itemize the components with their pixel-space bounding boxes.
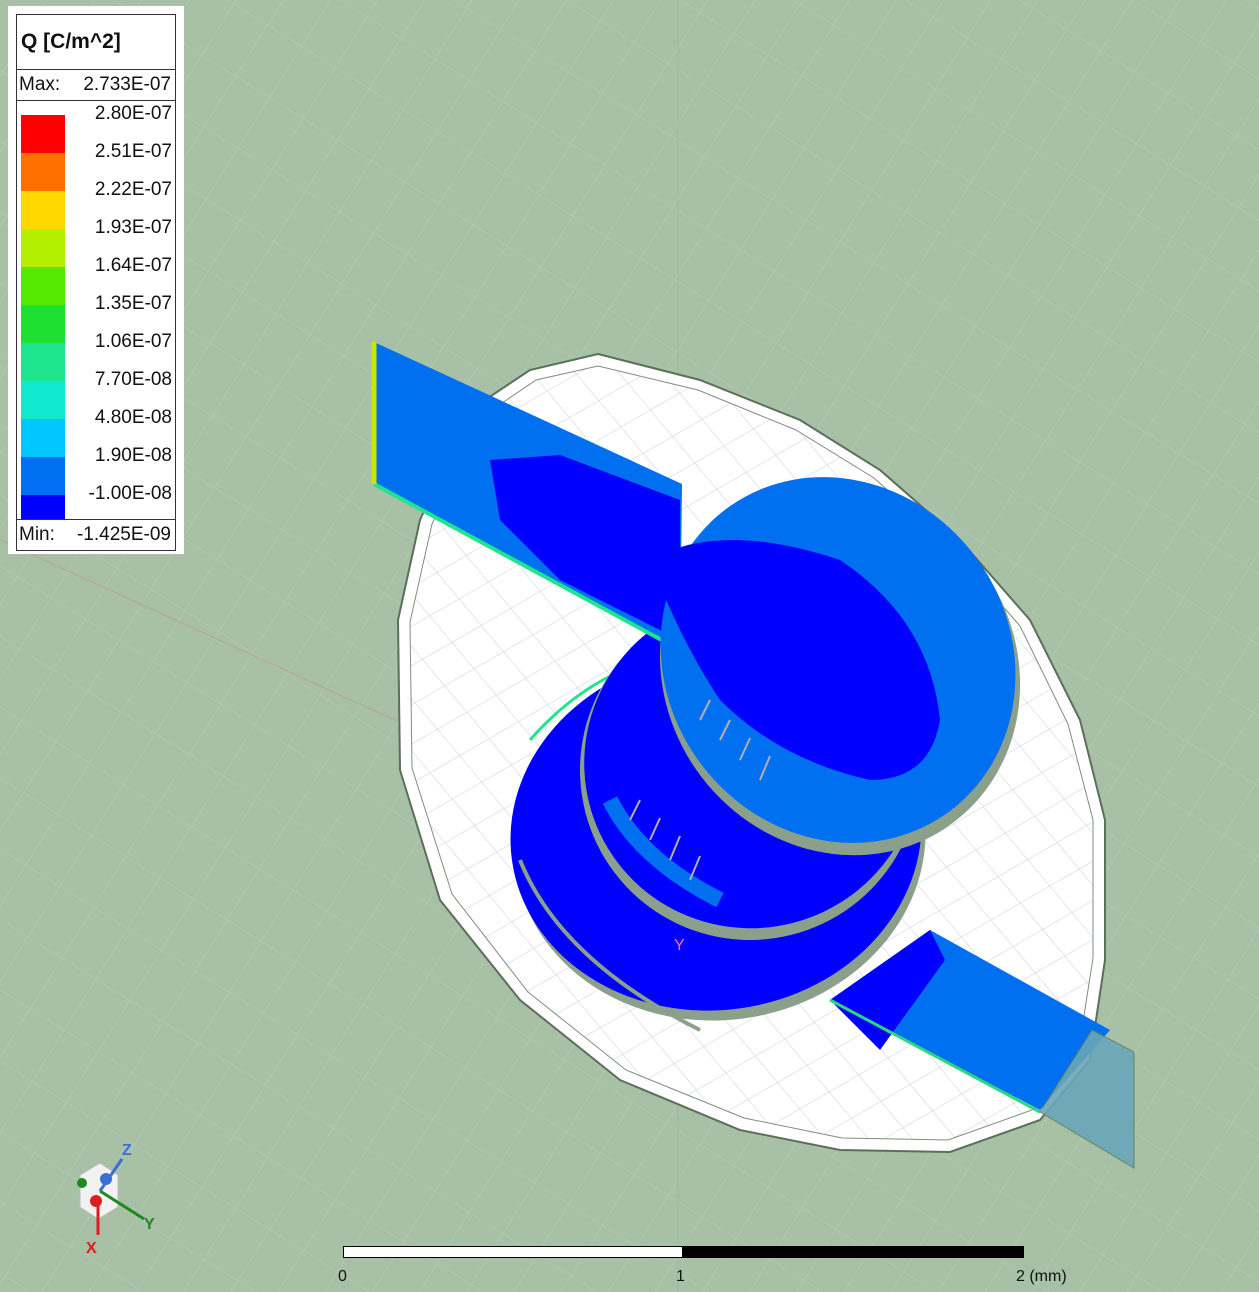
- legend-title: Q [C/m^2]: [16, 14, 176, 70]
- legend-min-row: Min: -1.425E-09: [16, 519, 176, 551]
- via-hatching: [629, 799, 701, 881]
- scale-bar-label-0: 0: [338, 1268, 347, 1285]
- y-axis-knob: [77, 1178, 87, 1188]
- legend-max-label: Max:: [19, 74, 61, 95]
- legend-max-value: 2.733E-07: [83, 74, 171, 95]
- upper-disc: [650, 477, 1021, 856]
- scale-bar-black-segment: [683, 1246, 1024, 1258]
- port-face: [1039, 1029, 1135, 1169]
- legend-swatch: [21, 457, 65, 495]
- legend-tick-label: 1.06E-07: [94, 331, 172, 352]
- legend-color-scale: 2.80E-07 2.51E-07 2.22E-07 1.93E-07 1.64E-07…: [16, 100, 176, 533]
- legend-swatch: [21, 343, 65, 381]
- z-axis-label: Z: [122, 1142, 132, 1159]
- scale-bar: [343, 1246, 1025, 1260]
- color-legend[interactable]: Q [C/m^2] Max: 2.733E-07 2.80E-07 2.51E-0…: [8, 6, 184, 554]
- legend-tick-label: 4.80E-08: [94, 407, 172, 428]
- legend-tick-label: 2.51E-07: [94, 141, 172, 162]
- x-axis-label: X: [86, 1240, 97, 1257]
- upper-trace: [371, 342, 682, 652]
- legend-swatch: [21, 419, 65, 457]
- legend-swatch: [21, 153, 65, 191]
- legend-swatch: [21, 305, 65, 343]
- scale-bar-white-segment: [343, 1246, 683, 1258]
- legend-tick-label: 1.35E-07: [94, 293, 172, 314]
- legend-swatch: [21, 381, 65, 419]
- legend-tick-label: -1.00E-08: [88, 483, 172, 504]
- lower-feed-strip: [829, 930, 1135, 1169]
- legend-min-value: -1.425E-09: [76, 524, 171, 545]
- legend-max-row: Max: 2.733E-07: [16, 69, 176, 101]
- legend-swatch: [21, 191, 65, 229]
- scale-bar-label-1: 1: [676, 1268, 685, 1285]
- z-axis-knob: [100, 1173, 112, 1185]
- legend-tick-label: 2.22E-07: [94, 179, 172, 200]
- y-axis-label: Y: [144, 1216, 155, 1233]
- legend-tick-label: 2.80E-07: [94, 103, 172, 124]
- legend-min-label: Min:: [19, 524, 55, 545]
- via-hatching-upper: [699, 699, 771, 781]
- legend-tick-label: 1.93E-07: [94, 217, 172, 238]
- legend-swatch: [21, 267, 65, 305]
- legend-tick-label: 1.64E-07: [94, 255, 172, 276]
- scale-bar-label-2: 2 (mm): [1016, 1268, 1067, 1285]
- legend-tick-label: 1.90E-08: [94, 445, 172, 466]
- legend-tick-label: 7.70E-08: [94, 369, 172, 390]
- x-axis-knob: [90, 1195, 102, 1207]
- legend-swatch: [21, 115, 65, 153]
- axis-triad[interactable]: Z Y X: [60, 1135, 170, 1260]
- origin-marker: Y: [674, 937, 685, 954]
- legend-swatch: [21, 229, 65, 267]
